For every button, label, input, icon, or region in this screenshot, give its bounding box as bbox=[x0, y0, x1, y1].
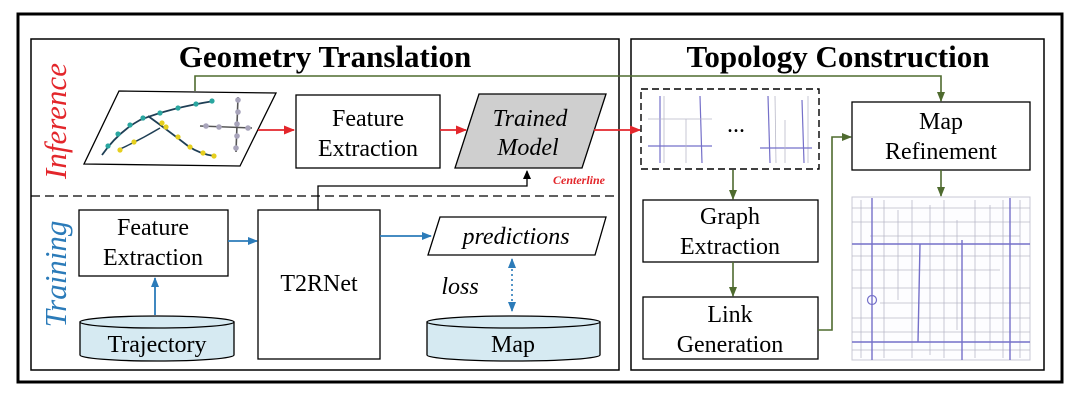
training-feature-extraction-label: Feature bbox=[117, 215, 189, 241]
trajectory-point bbox=[200, 150, 206, 156]
map-database: Map bbox=[426, 315, 601, 362]
trajectory-point bbox=[235, 97, 241, 103]
trajectory-point bbox=[115, 131, 121, 137]
trajectory-point bbox=[209, 98, 215, 104]
map-cylinder-top bbox=[426, 315, 601, 329]
trajectory-points bbox=[105, 97, 251, 159]
predictions-label: predictions bbox=[460, 224, 569, 250]
trajectory-point bbox=[245, 125, 251, 131]
centerline-maps-group bbox=[640, 88, 820, 170]
trajectory-point bbox=[175, 105, 181, 111]
link-generation-box bbox=[642, 296, 819, 360]
trained-model-label: Trained bbox=[493, 106, 569, 132]
loss-label: loss bbox=[441, 274, 478, 300]
graph-extraction-box bbox=[642, 199, 819, 263]
trajectory-db-label: Trajectory bbox=[107, 332, 206, 358]
map-refinement-label: Refinement bbox=[885, 139, 997, 165]
topology-panel-title: Topology Construction bbox=[687, 39, 990, 74]
trajectory-point bbox=[175, 134, 181, 140]
inference-feature-extraction-box bbox=[295, 94, 441, 169]
training-feature-extraction-box bbox=[78, 209, 229, 277]
centerline-segment bbox=[767, 95, 771, 164]
centerline-map-thumbnail bbox=[760, 95, 812, 164]
trajectory-cylinder-body bbox=[79, 321, 235, 362]
geometry-panel-title: Geometry Translation bbox=[179, 39, 471, 74]
trajectory-curve bbox=[101, 100, 215, 156]
trained-model-block bbox=[454, 93, 607, 169]
trajectory-point bbox=[234, 133, 240, 139]
trajectory-point bbox=[193, 101, 199, 107]
geometry-translation-panel bbox=[30, 38, 620, 371]
training-feature-extraction-label: Extraction bbox=[103, 245, 203, 271]
map-db-label: Map bbox=[491, 332, 535, 358]
road-network bbox=[852, 198, 1030, 360]
training-label: Training bbox=[38, 221, 73, 328]
trajectory-point bbox=[140, 115, 146, 121]
trajectory-point bbox=[105, 143, 111, 149]
centerline-map-thumbnail bbox=[648, 95, 712, 164]
trajectory-point bbox=[235, 109, 241, 115]
graph-extraction-label: Graph bbox=[700, 204, 760, 230]
inference-label: Inference bbox=[38, 63, 73, 180]
trajectory-point bbox=[159, 120, 165, 126]
trajectory-point bbox=[187, 144, 193, 150]
trajectory-plane bbox=[82, 90, 278, 167]
inference-feature-extraction-label: Feature bbox=[332, 106, 404, 132]
predictions-block bbox=[427, 216, 607, 256]
centerline-segment bbox=[801, 99, 805, 164]
centerline-label: Centerline bbox=[553, 173, 606, 187]
inference-feature-extraction-label: Extraction bbox=[318, 136, 418, 162]
outer-frame bbox=[16, 12, 1064, 384]
trajectory-point bbox=[211, 153, 217, 159]
trained-model-label: Model bbox=[496, 135, 559, 161]
trajectory-point bbox=[117, 147, 123, 153]
trajectory-illustration bbox=[82, 90, 278, 167]
trajectory-point bbox=[203, 123, 209, 129]
link-generation-label: Link bbox=[707, 302, 752, 328]
centerline-segment bbox=[699, 95, 703, 164]
t2rnet-label: T2RNet bbox=[280, 271, 358, 297]
map-road bbox=[917, 243, 921, 343]
map-refinement-label: Map bbox=[919, 109, 963, 135]
trajectory-point bbox=[127, 122, 133, 128]
topology-construction-panel bbox=[630, 38, 1045, 371]
map-cylinder-body bbox=[426, 321, 601, 362]
trajectory-cylinder-top bbox=[79, 315, 235, 329]
trajectory-point bbox=[131, 139, 137, 145]
network-to-trained-model-arrow bbox=[317, 170, 531, 210]
link-to-refinement-arrow bbox=[818, 133, 852, 331]
road-map-frame bbox=[851, 196, 1031, 361]
trajectory-point bbox=[233, 145, 239, 151]
trajectory-point bbox=[157, 110, 163, 116]
t2rnet-box bbox=[257, 209, 381, 360]
map-roundabout bbox=[866, 294, 878, 306]
map-refinement-box bbox=[851, 101, 1031, 171]
road-map-image bbox=[851, 196, 1031, 361]
trajectory-database: Trajectory bbox=[79, 315, 235, 362]
raw-trajectory-to-refinement-arrow bbox=[194, 75, 945, 102]
trajectory-point bbox=[234, 121, 240, 127]
graph-extraction-label: Extraction bbox=[680, 234, 780, 260]
centerline-segment bbox=[774, 95, 777, 164]
ellipsis: ... bbox=[727, 112, 745, 138]
trajectory-point bbox=[216, 124, 222, 130]
trajectory-point bbox=[163, 124, 169, 130]
link-generation-label: Generation bbox=[677, 332, 784, 358]
